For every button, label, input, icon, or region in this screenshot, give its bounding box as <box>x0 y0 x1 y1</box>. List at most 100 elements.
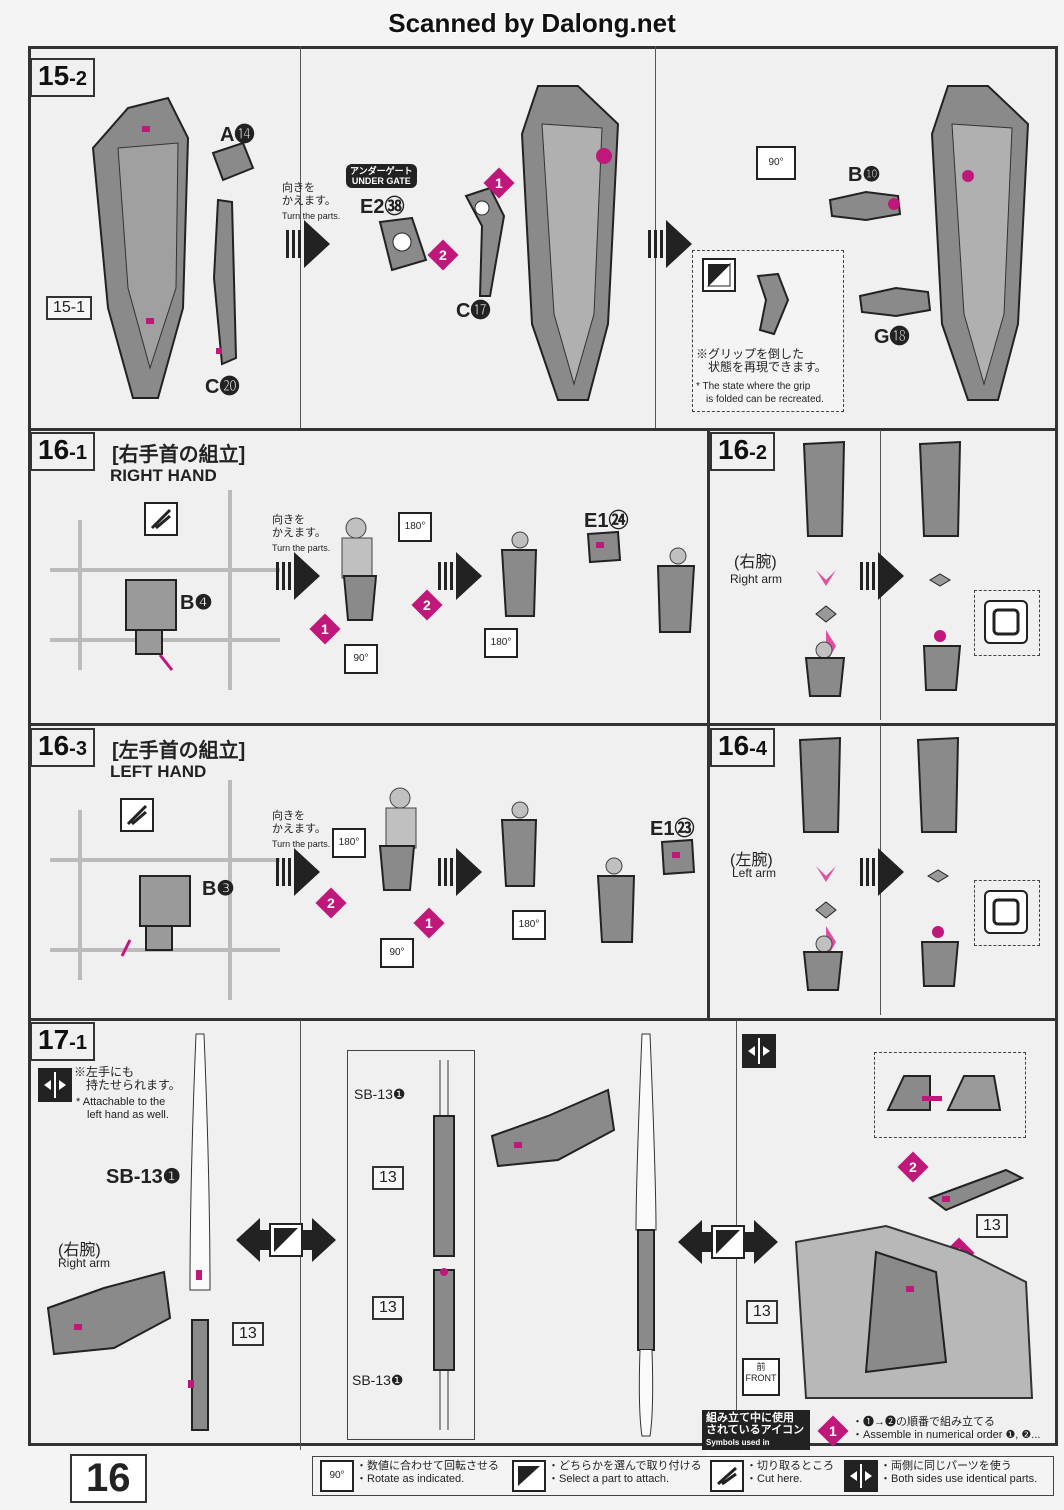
heading-right-hand-en: RIGHT HAND <box>110 466 217 485</box>
part-number-13: 13 <box>976 1214 1008 1238</box>
turn-note-en: Turn the parts. <box>282 211 341 221</box>
right-hand-shape <box>804 641 846 697</box>
part-number-13: 13 <box>232 1322 264 1346</box>
next-arrow <box>860 848 904 896</box>
arm-holding-saber-shape <box>490 1088 616 1168</box>
turn-note-jp: 向きを かえます。 <box>272 514 326 539</box>
right-arm-assembled-shape <box>918 440 962 691</box>
page-number: 16 <box>70 1454 147 1503</box>
part-e1-shape <box>586 530 622 564</box>
turn-note-en: Turn the parts. <box>272 839 331 849</box>
right-arm-with-hand-shape <box>46 1270 172 1356</box>
beam-saber-shape <box>188 1033 211 1431</box>
shield-part-inner-illustration <box>520 85 620 401</box>
both-sides-icon <box>742 1034 776 1068</box>
left-arm-jp: (左腕) <box>730 852 773 869</box>
legend-bar <box>312 1456 1054 1496</box>
right-arm-en: Right arm <box>58 1256 111 1270</box>
left-hand-note-en: * Attachable to the left hand as well. <box>76 1096 169 1121</box>
legend-rotate-icon: 90° <box>320 1460 354 1492</box>
part-label-e2-38: E2㊳ <box>360 196 405 218</box>
rotate-180-icon: 180° <box>398 512 432 542</box>
select-part-icon <box>702 258 736 292</box>
part-label-e1-23: E1㉓ <box>650 818 695 840</box>
legend-select-text: ・どちらかを選んで取り付ける・Select a part to attach. <box>548 1460 702 1485</box>
back-skirt-illustration <box>794 1224 1034 1399</box>
rotate-90-icon: 90° <box>380 938 414 968</box>
part-a14-shape <box>211 141 255 182</box>
shield-part-final-illustration <box>930 85 1030 401</box>
turn-note-jp: 向きを かえます。 <box>272 810 326 835</box>
part-label-c20: C⓴ <box>205 376 240 398</box>
divider-15-16 <box>28 428 1058 431</box>
hand-assembled-shape <box>500 801 538 887</box>
next-arrow <box>438 552 482 600</box>
next-arrow <box>276 848 320 896</box>
select-arrow <box>236 1218 336 1262</box>
part-label-b3: B❸ <box>202 878 235 900</box>
part-b10-shape <box>828 190 902 222</box>
right-arm-en: Right arm <box>730 572 783 586</box>
joint-detail-icon <box>984 890 1028 934</box>
divider-16-1-16-3 <box>28 723 1058 726</box>
left-hand-note-jp: ※左手にも 持たせられます。 <box>74 1065 181 1092</box>
step-label-16-4: 16-4 <box>710 728 775 767</box>
part-g18-shape <box>858 286 932 318</box>
next-arrow <box>648 220 692 268</box>
rack-detail-shape <box>886 1075 1002 1111</box>
legend-both-sides-icon <box>844 1460 878 1492</box>
right-forearm-shape <box>802 440 846 537</box>
runner-sprue-illustration <box>50 490 280 690</box>
legend-cut-icon <box>710 1460 744 1492</box>
next-arrow <box>286 220 330 268</box>
left-forearm-shape <box>798 736 842 833</box>
legend-rotate-text: ・数値に合わせて回転させる・Rotate as indicated. <box>356 1460 499 1485</box>
cut-here-icon <box>144 502 178 536</box>
rotate-180-icon: 180° <box>332 828 366 858</box>
sb13-bottom-label: SB-13❶ <box>352 1372 404 1388</box>
right-arm-jp: (右腕) <box>58 1242 101 1259</box>
divider-16-vertical <box>707 428 710 1018</box>
part-label-e1-24: E1㉔ <box>584 510 629 532</box>
hand-with-e1-shape <box>596 857 636 943</box>
turn-note-en: Turn the parts. <box>272 543 331 553</box>
heading-left-hand-jp: [左手首の組立] <box>112 740 246 762</box>
beam-saber-long-shape <box>635 1033 657 1437</box>
rotate-90-icon: 90° <box>756 146 796 180</box>
part-c20-shape <box>212 198 238 366</box>
part-label-g18: G⓲ <box>874 326 910 348</box>
legend-both-sides-text: ・両側に同じパーツを使う・Both sides use identical pa… <box>880 1460 1038 1485</box>
part-e1-shape <box>660 838 696 876</box>
part-e2-shape <box>378 216 428 272</box>
rotate-180-icon: 180° <box>484 628 518 658</box>
rotate-180-icon: 180° <box>512 910 546 940</box>
step-label-15-2: 15-2 <box>30 58 95 97</box>
grip-folded-shape <box>756 272 790 336</box>
sb13-top-label: SB-13❶ <box>354 1086 406 1102</box>
step-label-17-1: 17-1 <box>30 1022 95 1061</box>
left-hand-shape <box>802 935 844 991</box>
part-number-13: 13 <box>746 1300 778 1324</box>
part-label-b4: B❹ <box>180 592 213 614</box>
ref-label-15-1: 15-1 <box>46 296 93 320</box>
heading-left-hand-en: LEFT HAND <box>110 762 207 781</box>
part-label-a14: A⓮ <box>220 124 255 146</box>
part-label-sb13: SB-13❶ <box>106 1166 181 1188</box>
joint-detail-icon <box>984 600 1028 644</box>
joint-detail-box <box>974 880 1040 946</box>
hand-parts-shape <box>378 787 417 891</box>
step-label-16-2: 16-2 <box>710 432 775 471</box>
saber-detail-shape <box>433 1060 455 1430</box>
step-label-16-3: 16-3 <box>30 728 95 767</box>
select-arrow <box>678 1220 778 1264</box>
scan-title: Scanned by Dalong.net <box>388 8 676 38</box>
hand-parts-shape <box>341 517 378 621</box>
legend-order-text: ・❶→❷の順番で組み立てる・Assemble in numerical orde… <box>852 1416 1041 1441</box>
joint-detail-box <box>974 590 1040 656</box>
hand-assembled-shape <box>500 531 538 617</box>
part-c17-shape <box>464 186 506 297</box>
rack-detail-box <box>874 1052 1026 1138</box>
